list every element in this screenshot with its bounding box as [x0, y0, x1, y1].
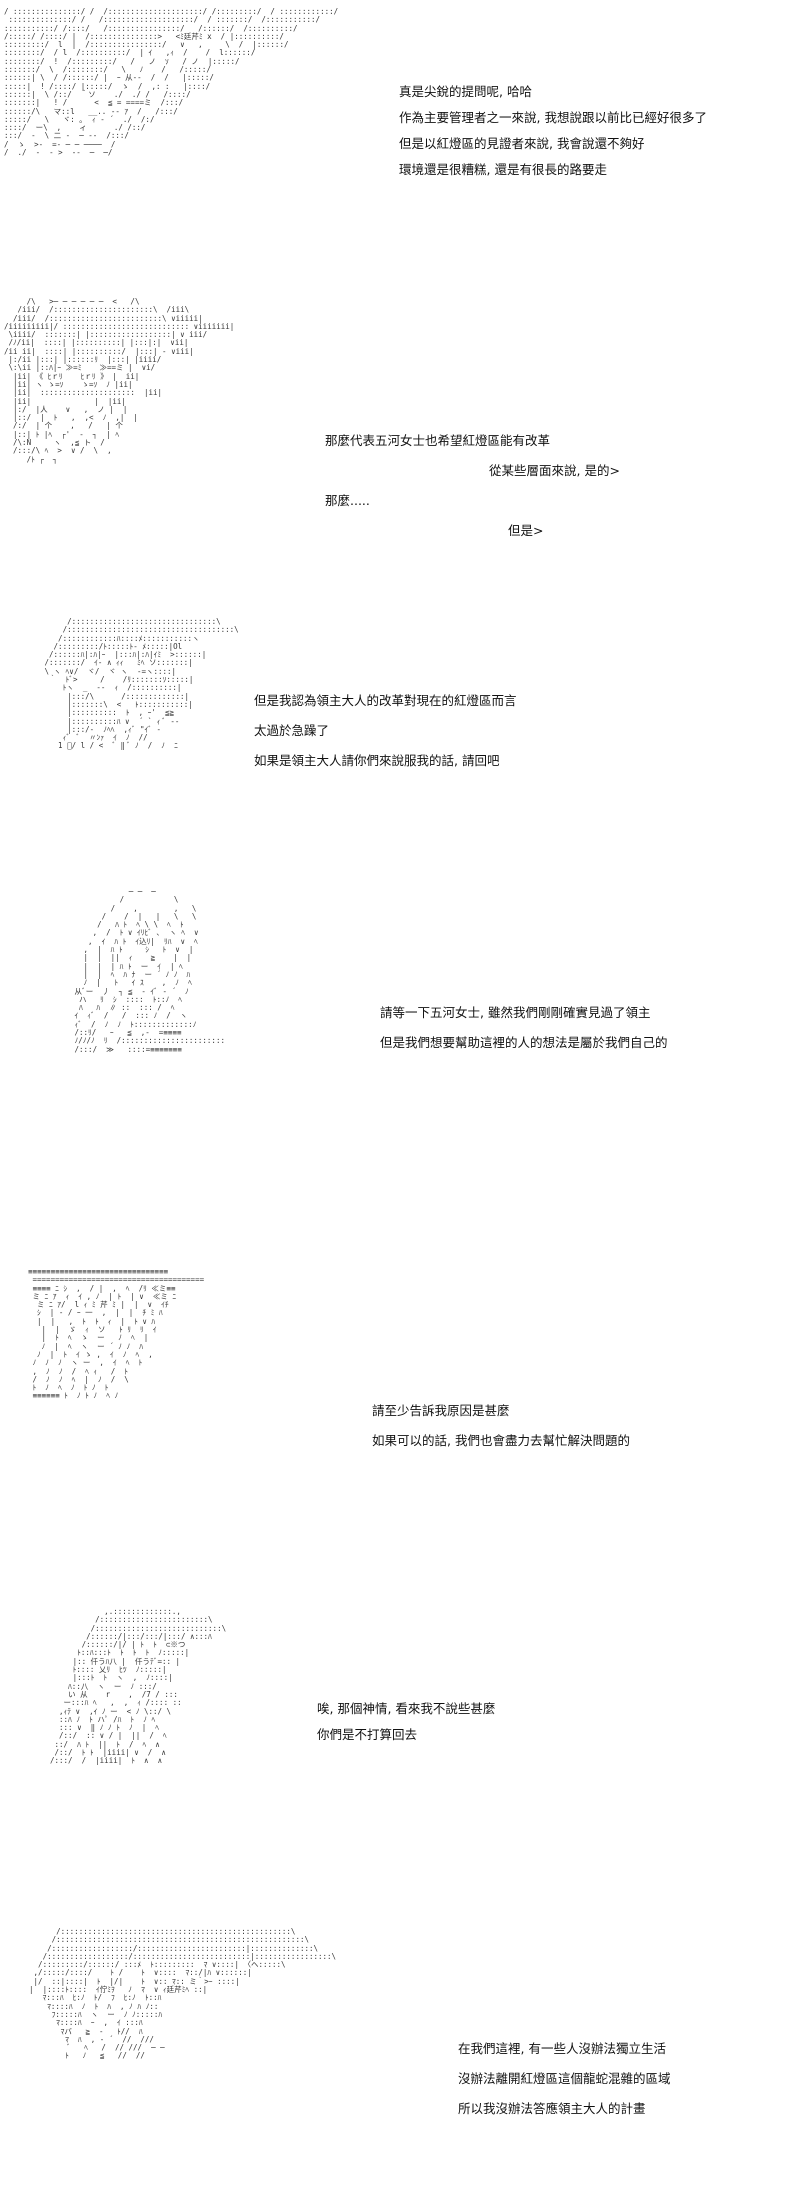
panel-6-ascii-art: ,.:::::::::::::., /:::::::::::::::::::::… [50, 1608, 227, 1766]
panel-2-ascii-art: /\ >─ ─ ─ ─ ─ ─ < /\ /iii/ /::::::::::::… [4, 298, 235, 464]
panel-1-line-1: 真是尖銳的提問呢, 哈哈 [399, 84, 532, 99]
panel-3-line-1: 但是我認為領主大人的改革對現在的紅燈區而言 [254, 693, 517, 708]
panel-7: /:::::::::::::::::::::::::::::::::::::::… [0, 1920, 800, 2185]
panel-6-line-2: 你們是不打算回去 [317, 1727, 418, 1742]
panel-1: / :::::::::::::::/ / /::::::::::::::::::… [0, 0, 800, 275]
panel-2-line-2: 從某些層面來說, 是的> [489, 463, 620, 478]
panel-7-ascii-art: /:::::::::::::::::::::::::::::::::::::::… [29, 1928, 337, 2061]
panel-1-line-3: 但是以紅燈區的見證者來說, 我會說還不夠好 [399, 136, 645, 151]
panel-1-line-4: 環境還是很糟糕, 還是有很長的路要走 [399, 162, 607, 177]
panel-5-line-1: 請至少告訴我原因是甚麼 [372, 1403, 510, 1418]
panel-1-ascii-art: / :::::::::::::::/ / /::::::::::::::::::… [4, 8, 339, 158]
panel-4: ─ ─ ─ / \ / , , \ / / | | \ \ / ﾊ ﾄ ﾍ \ … [0, 880, 800, 1245]
panel-2: /\ >─ ─ ─ ─ ─ ─ < /\ /iii/ /::::::::::::… [0, 290, 800, 590]
panel-6: ,.:::::::::::::., /:::::::::::::::::::::… [0, 1600, 800, 1900]
panel-3-line-2: 太過於急躁了 [254, 723, 330, 738]
panel-3-line-3: 如果是領主大人請你們來說服我的話, 請回吧 [254, 753, 500, 768]
panel-7-line-1: 在我們這裡, 有一些人沒辦法獨立生活 [458, 2041, 666, 2056]
panel-4-ascii-art: ─ ─ ─ / \ / , , \ / / | | \ \ / ﾊ ﾄ ﾍ \ … [74, 888, 225, 1054]
panel-3: /::::::::::::::::::::::::::::::::\ /::::… [0, 610, 800, 865]
panel-5-ascii-art: ≡≡≡≡≡≡≡≡≡≡≡≡≡≡≡≡≡≡≡≡≡≡≡≡≡≡≡≡≡≡≡ ========… [28, 1268, 205, 1401]
panel-3-ascii-art: /::::::::::::::::::::::::::::::::\ /::::… [44, 618, 239, 751]
panel-7-line-3: 所以我沒辦法答應領主大人的計畫 [458, 2101, 646, 2116]
panel-5-line-2: 如果可以的話, 我們也會盡力去幫忙解決問題的 [372, 1433, 630, 1448]
panel-2-line-4: 但是> [508, 523, 544, 538]
panel-1-line-2: 作為主要管理者之一來說, 我想說跟以前比已經好很多了 [399, 110, 707, 125]
panel-4-line-2: 但是我們想要幫助這裡的人的想法是屬於我們自己的 [380, 1035, 668, 1050]
panel-6-line-1: 唉, 那個神情, 看來我不說些甚麼 [317, 1701, 496, 1716]
panel-2-line-3: 那麼..... [325, 493, 370, 508]
panel-5: ≡≡≡≡≡≡≡≡≡≡≡≡≡≡≡≡≡≡≡≡≡≡≡≡≡≡≡≡≡≡≡ ========… [0, 1260, 800, 1590]
panel-4-line-1: 請等一下五河女士, 雖然我們剛剛確實見過了領主 [380, 1005, 651, 1020]
panel-2-line-1: 那麼代表五河女士也希望紅燈區能有改革 [325, 433, 551, 448]
panel-7-line-2: 沒辦法離開紅燈區這個龍蛇混雜的區域 [458, 2071, 671, 2086]
